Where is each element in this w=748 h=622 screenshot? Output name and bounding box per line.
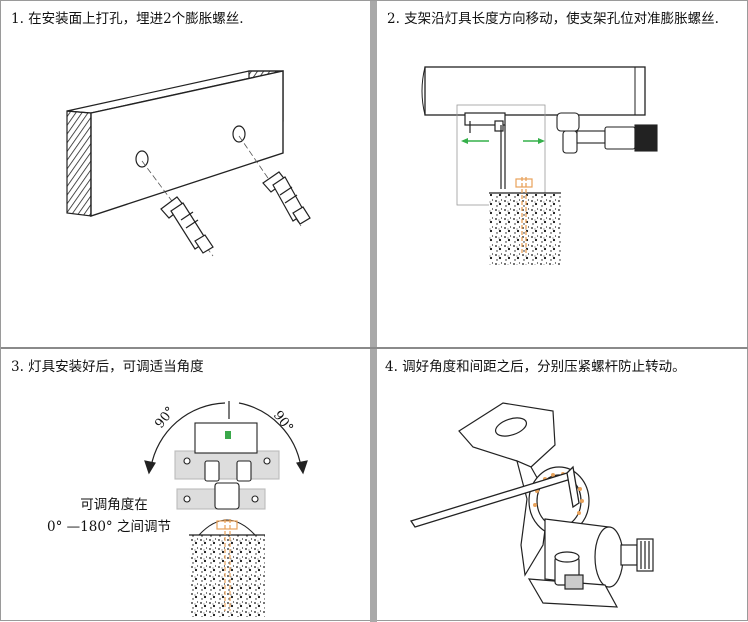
adjust-note-line2: 0° —180° 之间调节 <box>47 519 171 535</box>
step-1-panel: 1. 在安装面上打孔，埋进2个膨胀螺丝. <box>1 1 370 347</box>
mounting-surface <box>489 192 561 265</box>
step-2-caption: 2. 支架沿灯具长度方向移动，使支架孔位对准膨胀螺丝. <box>387 11 719 27</box>
arrow-right-head <box>538 138 545 144</box>
rotation-arc <box>144 401 308 475</box>
step-4-panel: 4. 调好角度和间距之后，分别压紧螺杆防止转动。 <box>377 349 748 622</box>
vertical-divider <box>370 1 377 622</box>
step-4-drawing <box>409 402 654 608</box>
step-1-caption: 1. 在安装面上打孔，埋进2个膨胀螺丝. <box>11 11 244 27</box>
step-4-caption: 4. 调好角度和间距之后，分别压紧螺杆防止转动。 <box>385 359 686 375</box>
step-1-drawing <box>66 70 311 257</box>
step-3-caption: 3. 灯具安装好后，可调适当角度 <box>11 359 204 375</box>
expansion-bolt-right <box>262 171 311 225</box>
fixture-head <box>174 422 280 510</box>
mount-base <box>189 519 265 617</box>
arrow-left-head <box>461 138 468 144</box>
anchor-bolt <box>515 177 533 253</box>
wall-block <box>66 70 284 217</box>
step-2-drawing <box>421 66 658 265</box>
adjust-note-line1: 可调角度在 <box>80 497 148 513</box>
step-2-panel: 2. 支架沿灯具长度方向移动，使支架孔位对准膨胀螺丝. <box>377 1 748 347</box>
step-3-panel: 3. 灯具安装好后，可调适当角度 90° 90° <box>1 349 370 622</box>
scale-ticks <box>533 472 584 515</box>
expansion-bolt-left <box>160 196 214 254</box>
cable-connector <box>556 112 658 154</box>
angle-right-label: 90° <box>270 408 296 435</box>
hex-key <box>409 465 580 528</box>
horizontal-divider <box>1 347 748 349</box>
light-fixture-body <box>421 66 646 116</box>
bracket <box>464 112 506 189</box>
step-3-drawing: 90° 90° <box>144 401 308 617</box>
base-plate <box>527 551 619 608</box>
angle-left-label: 90° <box>152 404 178 431</box>
